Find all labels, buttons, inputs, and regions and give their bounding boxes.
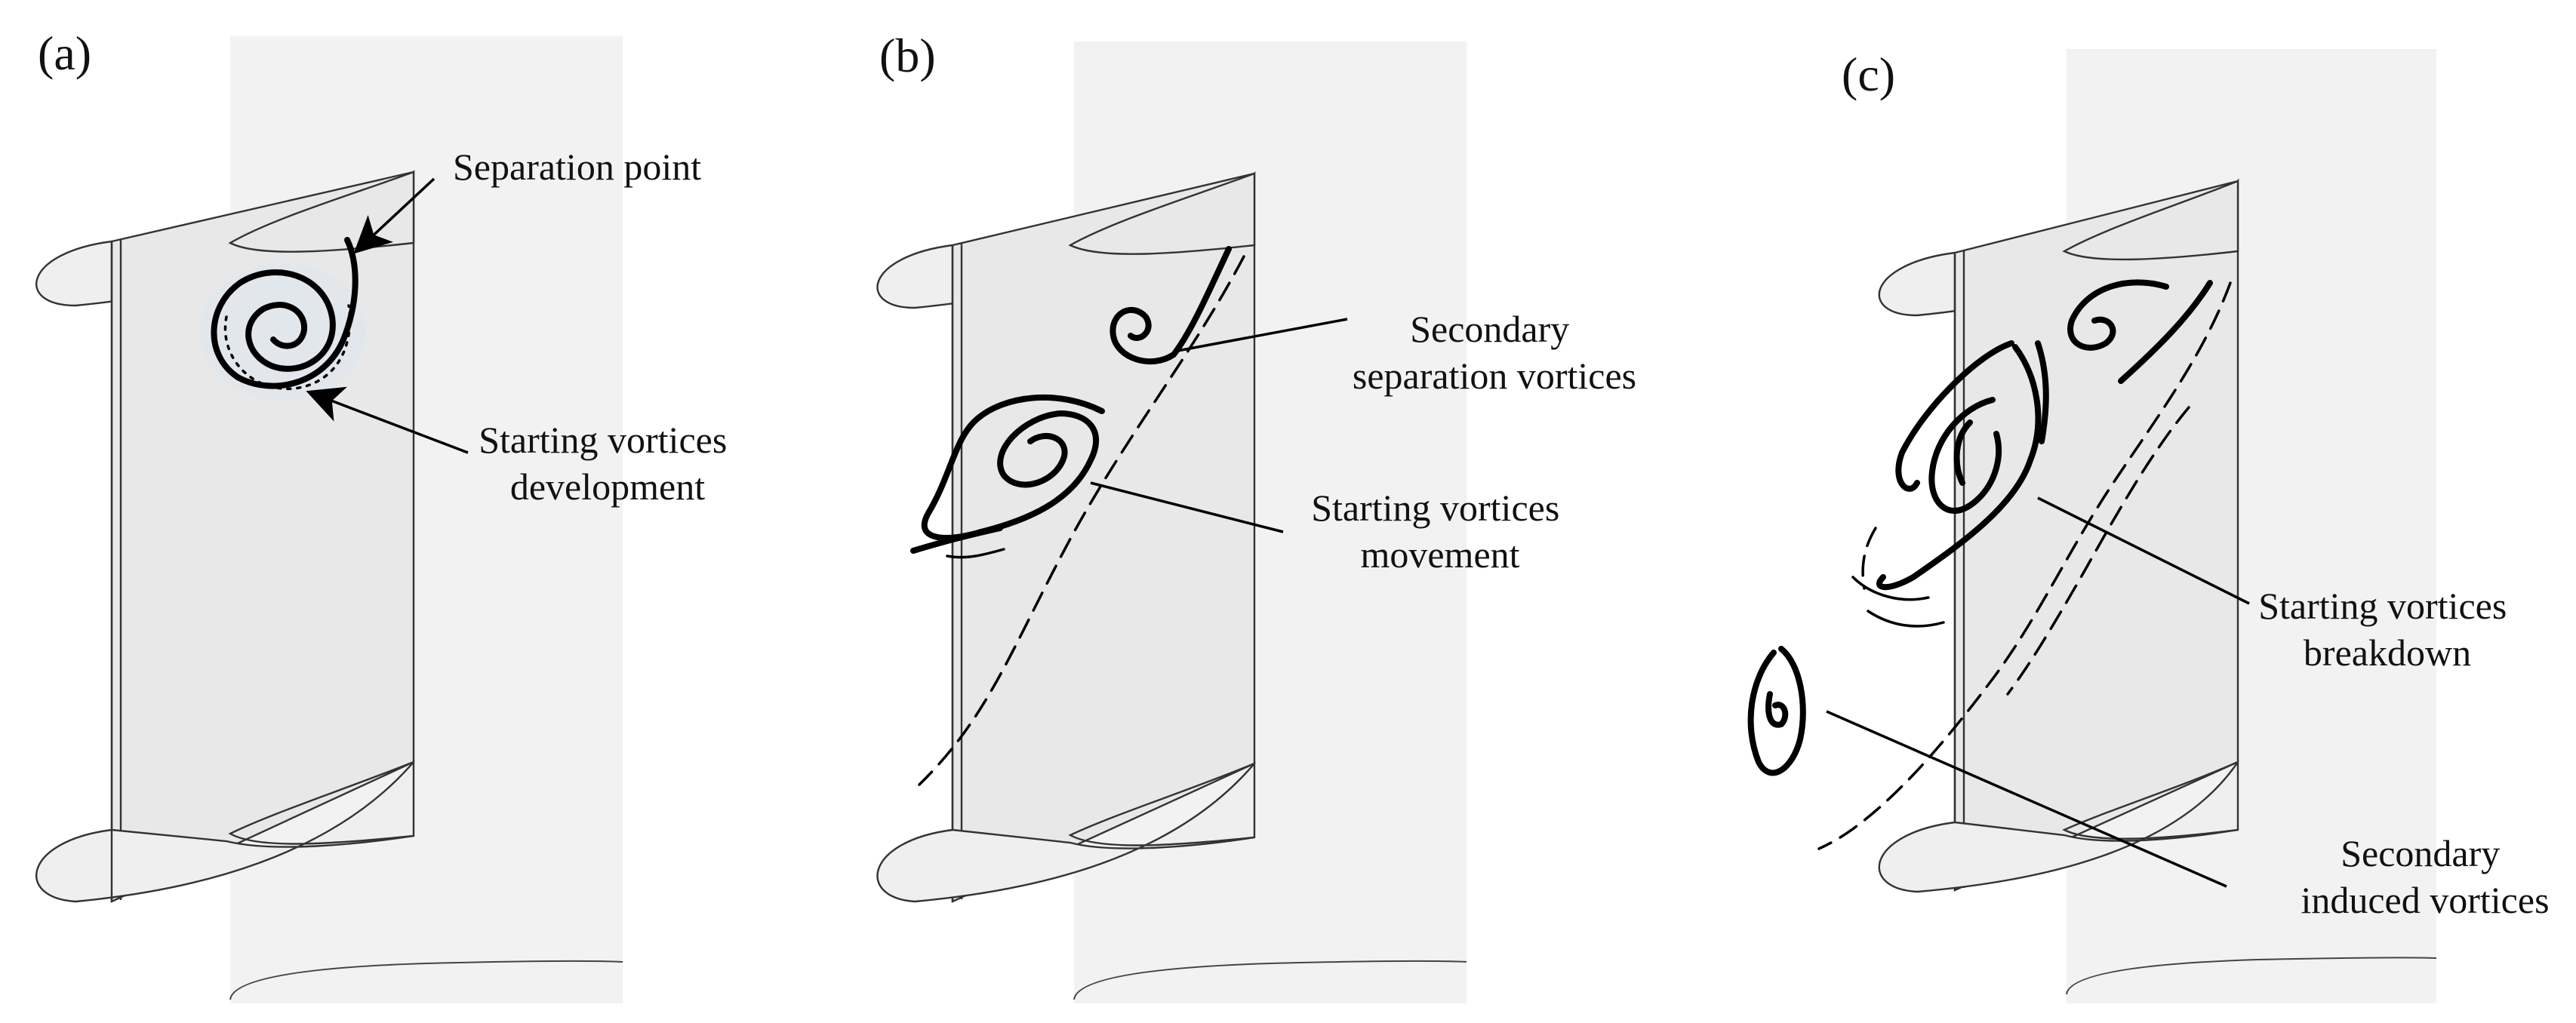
panel-c-vortex-inner (1928, 397, 2002, 514)
panel-c-induced-leader (1826, 710, 2227, 888)
panel-a-annot-separation: Separation point (453, 146, 701, 188)
panel-a-development-arrow (306, 386, 469, 454)
panel-c-wake-thin-2 (1867, 610, 1945, 628)
panel-b-trajectory (918, 255, 1245, 786)
panel-b: (b) Secondary separation vortices (876, 29, 1636, 1003)
panel-c-wake-thin-1 (1851, 576, 1930, 601)
panel-b-secondary-leader (1177, 318, 1348, 352)
panel-c-lower-airfoil-curve (2062, 760, 2239, 840)
panel-b-spiral-wake (946, 548, 1005, 559)
panel-c-upper-airfoil-curve (2062, 180, 2239, 261)
panel-a-spiral-dots (223, 304, 352, 390)
panel-a-lower-airfoil (35, 759, 415, 903)
panel-a-spiral (211, 237, 359, 389)
panel-c-wake-dashes (1861, 527, 1877, 590)
panel-c-vortex-outer (1876, 340, 2042, 591)
panel-a-upper-airfoil-curve (228, 170, 414, 253)
panel-b-shaft-bottom-edge (1073, 960, 1467, 1000)
panel-a-separation-arrow (353, 177, 435, 254)
panel-b-blade (876, 170, 1256, 903)
panel-c-label: (c) (1842, 48, 1895, 101)
panel-b-spiral (921, 394, 1105, 541)
panel-c-shaft-bottom-edge (2066, 957, 2437, 995)
panel-a-lower-airfoil-curve (228, 760, 414, 845)
panel-b-spiral-tail (910, 525, 1003, 554)
panel-c-breakdown-leader (2037, 496, 2250, 605)
panel-b-lower-airfoil (876, 760, 1256, 903)
panel-c-trajectory-1 (1817, 281, 2232, 850)
panel-a-label: (a) (38, 26, 91, 80)
panel-a-shaft-bottom-edge (229, 960, 623, 1000)
panel-c: (c) Starting (1747, 48, 2550, 1003)
panel-b-annot-secondary: Secondary separation vortices (1353, 308, 1636, 397)
panel-b-label: (b) (879, 29, 936, 82)
panel-b-annot-movement: Starting vortices movement (1311, 487, 1569, 576)
panel-c-annot-induced: Secondary induced vortices (2301, 832, 2549, 921)
panel-b-leading-edge (951, 243, 963, 902)
panel-b-secondary-separation-vortex (1109, 246, 1232, 364)
panel-a-starting-vortex (200, 237, 366, 401)
panel-c-annot-breakdown: Starting vortices breakdown (2258, 585, 2516, 674)
panel-a-annot-development: Starting vortices development (479, 419, 737, 508)
panel-c-trajectory-2 (2006, 406, 2190, 696)
panel-c-leading-edge (1953, 250, 1965, 890)
panel-b-starting-vortex (910, 394, 1105, 559)
panel-c-secondary-separation-vortex (2067, 279, 2213, 384)
panel-b-movement-leader (1090, 481, 1284, 533)
panel-c-blade (1878, 178, 2239, 893)
panel-c-secondary-induced-vortex (1747, 646, 1806, 776)
panel-a: (a) Separation point Starting vortices (35, 26, 737, 1003)
panel-b-upper-airfoil-curve (1068, 172, 1255, 255)
panel-c-lower-airfoil (1878, 759, 2239, 893)
panel-a-leading-edge (110, 240, 122, 902)
panel-c-broken-vortex (1851, 340, 2049, 628)
panel-b-lower-airfoil-curve (1068, 762, 1255, 846)
panel-c-vortex-strand (2035, 340, 2049, 444)
